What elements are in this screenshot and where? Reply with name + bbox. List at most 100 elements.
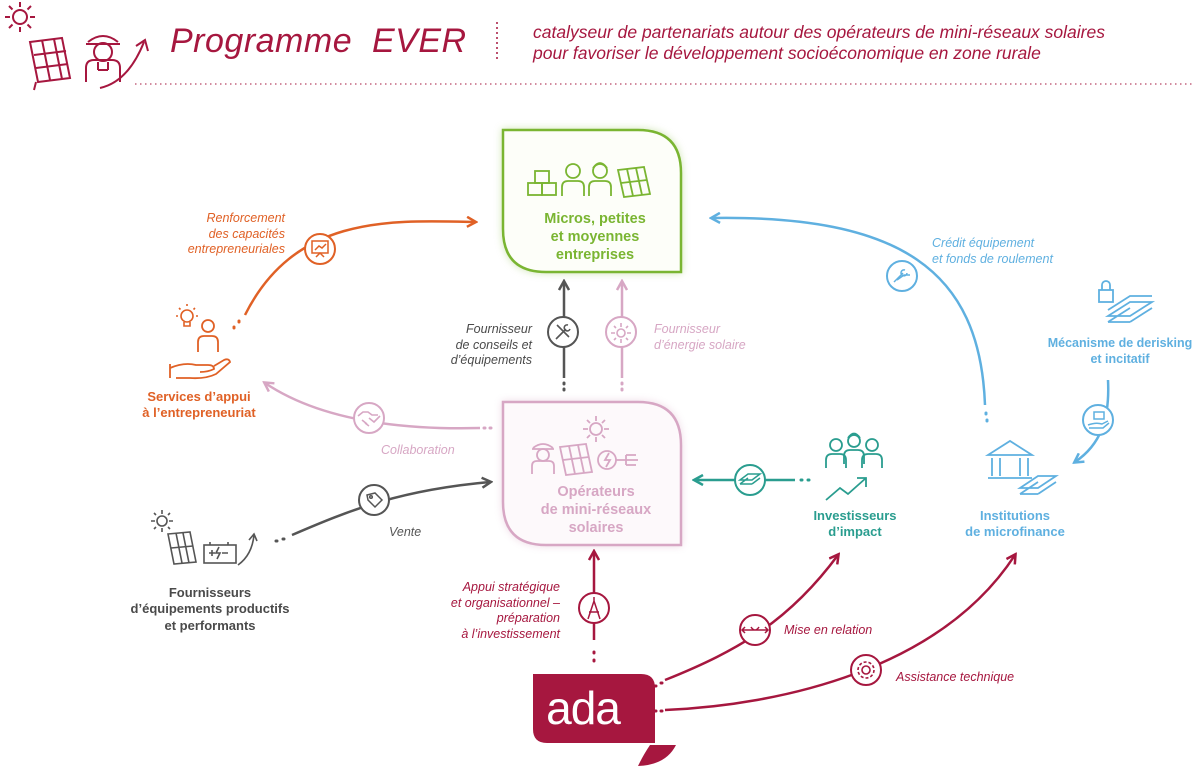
gear-icon-circle	[850, 654, 882, 686]
handshake-icon	[357, 411, 381, 427]
lock-icon	[1098, 280, 1114, 303]
worker-icon	[531, 443, 555, 474]
compass-icon-circle	[578, 592, 610, 624]
institutions-line-1: Institutions	[979, 508, 1051, 523]
hand-money-icon-circle	[1082, 404, 1114, 436]
sun-icon	[583, 416, 609, 442]
solar-panel-icon	[28, 36, 72, 91]
conseils-line-3: d’équipements	[450, 353, 532, 368]
credit-line-1: Crédit équipement	[932, 236, 1035, 250]
operateurs-line-1: Opérateurs	[557, 484, 635, 500]
energie-line-1: Fournisseur	[654, 322, 720, 336]
node-derisking-label: Mécanisme de derisking et incitatif	[1040, 336, 1200, 367]
energie-label: Fournisseur d’énergie solaire	[654, 322, 764, 353]
tools-icon	[555, 324, 571, 340]
battery-icon	[203, 542, 237, 564]
credit-label: Crédit équipement et fonds de roulement	[932, 236, 1102, 267]
appui-line-3: préparation	[496, 611, 560, 626]
credit-dots	[984, 411, 989, 423]
energie-line-2: d’énergie solaire	[654, 337, 746, 352]
node-institutions-label: Institutions de microfinance	[950, 508, 1080, 541]
appui-label: Appui stratégique et organisationnel – p…	[410, 580, 560, 643]
page-subtitle: catalyseur de partenariats autour des op…	[533, 22, 1105, 64]
compass-icon	[587, 597, 601, 620]
renforcement-dots	[232, 319, 241, 330]
fournisseurs-line-2: d’équipements productifs	[130, 601, 290, 617]
solar-energy-icon	[597, 450, 638, 470]
mise-dots	[653, 681, 664, 688]
vente-label: Vente	[389, 525, 422, 539]
boxes-icon	[527, 170, 557, 196]
money-icon	[737, 473, 763, 485]
renforcement-line-2: des capacités	[208, 226, 285, 241]
credit-line-2: et fonds de roulement	[932, 251, 1053, 266]
money-icon	[1104, 295, 1156, 323]
connection-icon	[740, 626, 770, 634]
institutions-line-2: de microfinance	[965, 524, 1065, 540]
price-tag-icon	[366, 492, 384, 509]
appui-line-4: à l’investissement	[461, 626, 560, 641]
assistance-label: Assistance technique	[896, 670, 1015, 684]
sun-icon	[5, 2, 35, 32]
appui-line-1: Appui stratégique	[462, 580, 560, 594]
credit-arrow	[712, 218, 987, 406]
vente-dots	[274, 537, 286, 543]
collaboration-label: Collaboration	[381, 443, 455, 457]
services-line-1: Services d’appui	[147, 389, 251, 404]
subtitle-line-2: pour favoriser le développement socioéco…	[533, 43, 1041, 63]
tools-icon	[893, 269, 910, 283]
renforcement-label: Renforcement des capacités entrepreneuri…	[140, 211, 285, 258]
node-fournisseurs-label: Fournisseurs d’équipements productifs et…	[120, 585, 300, 634]
operateurs-box	[501, 400, 683, 547]
gear-icon	[857, 661, 875, 679]
solar-panel-icon	[616, 166, 652, 198]
node-services-label: Services d’appui à l’entrepreneuriat	[124, 389, 274, 422]
ada-logo	[533, 674, 676, 766]
mpme-box	[501, 128, 683, 274]
services-line-2: à l’entrepreneuriat	[142, 405, 256, 421]
presentation-icon	[311, 240, 329, 258]
appui-line-2: et organisationnel –	[450, 595, 560, 610]
conseils-line-1: Fournisseur	[466, 322, 532, 336]
solar-panel-icon	[167, 531, 197, 565]
subtitle-line-1: catalyseur de partenariats autour des op…	[533, 22, 1105, 42]
money-icon	[1017, 475, 1059, 495]
fournisseurs-line-3: et performants	[164, 617, 256, 633]
lightbulb-icon	[611, 323, 631, 343]
presentation-icon-circle	[304, 233, 336, 265]
growth-arrow-icon	[99, 38, 149, 89]
mise-en-relation-label: Mise en relation	[784, 623, 873, 637]
ada-logo-text: ada	[546, 682, 621, 734]
mpme-line-1: Micros, petites	[544, 211, 646, 227]
team-icon	[825, 432, 883, 468]
hand-icon	[1087, 411, 1110, 429]
conseils-label: Fournisseur de conseils et d’équipements	[420, 322, 532, 369]
sun-icon	[151, 510, 173, 532]
node-operateurs-label: Opérateurs de mini-réseaux solaires	[521, 483, 671, 537]
node-investisseurs-label: Investisseurs d’impact	[790, 508, 920, 541]
growth-arrow-icon	[237, 532, 258, 566]
renforcement-line-3: entrepreneuriales	[187, 242, 285, 257]
renforcement-line-1: Renforcement	[206, 211, 285, 225]
mpme-line-3: entreprises	[555, 247, 635, 264]
investisseurs-line-2: d’impact	[828, 524, 882, 540]
investisseurs-line-1: Investisseurs	[813, 508, 897, 523]
page-title: Programme EVER	[170, 22, 467, 60]
bank-icon	[984, 439, 1036, 479]
price-tag-icon-circle	[358, 484, 390, 516]
chart-arrow-icon	[825, 477, 867, 501]
node-mpme-label: Micros, petites et moyennes entreprises	[520, 210, 670, 264]
derisking-line-2: et incitatif	[1090, 351, 1150, 366]
hand-icon	[169, 358, 232, 380]
derisking-line-1: Mécanisme de derisking	[1047, 336, 1193, 350]
people-icon	[561, 162, 612, 196]
operateurs-line-2: de mini-réseaux	[540, 502, 652, 519]
worker-icon	[85, 35, 121, 82]
fournisseurs-line-1: Fournisseurs	[168, 585, 252, 600]
renforcement-arrow	[243, 221, 475, 316]
mpme-line-2: et moyennes	[550, 229, 640, 246]
operateurs-line-3: solaires	[568, 520, 624, 537]
solar-panel-icon	[558, 443, 594, 476]
